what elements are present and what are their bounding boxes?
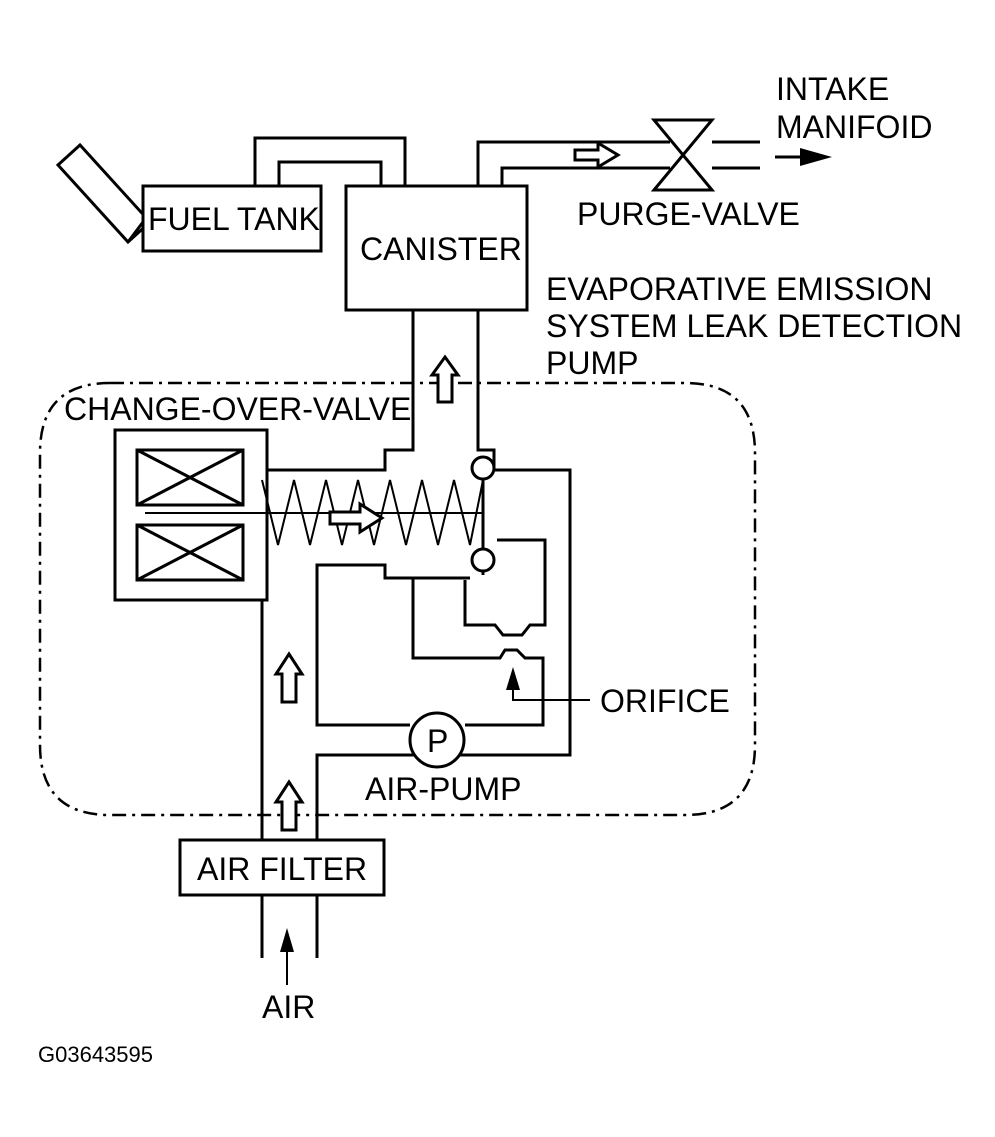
fuel-tank-label: FUEL TANK [148, 201, 320, 237]
valve-chamber [463, 538, 547, 637]
air-inlet-arrow-icon [280, 928, 294, 985]
air-filter-label: AIR FILTER [197, 851, 367, 887]
spring-flow-arrow-icon [328, 501, 385, 535]
solenoid-icon [113, 428, 269, 602]
pump-inlet-arrow-icon [273, 651, 305, 704]
filler-neck [55, 142, 153, 245]
tank-canister-pipe [253, 136, 407, 186]
fuel-tank-box [141, 184, 323, 253]
air-filter-box [178, 838, 386, 897]
leak-detection-pump-boundary [38, 381, 757, 817]
air-label: AIR [262, 989, 315, 1025]
canister-flow-arrow-icon [429, 354, 461, 404]
evap-label-line3: PUMP [546, 345, 638, 381]
upper-valve-ball-icon [470, 455, 496, 481]
intake-label-line1: INTAKE [776, 71, 889, 107]
air-pump-symbol: P [427, 723, 448, 759]
air-pump-icon [408, 711, 466, 769]
lower-valve-ball-icon [470, 547, 496, 573]
spring-icon [261, 479, 484, 546]
purge-flow-arrow-icon [573, 140, 621, 170]
figure-id: G03643595 [38, 1042, 153, 1067]
pump-loop-pipe [315, 563, 545, 727]
purge-valve-label: PURGE-VALVE [577, 196, 800, 232]
evap-label-line2: SYSTEM LEAK DETECTION [546, 308, 962, 344]
canister-label: CANISTER [360, 231, 522, 267]
change-over-valve-label: CHANGE-OVER-VALVE [64, 391, 411, 427]
purge-valve-icon [650, 118, 716, 192]
purge-pipe [476, 140, 760, 186]
intake-arrow-icon [775, 148, 832, 166]
air-pump-label: AIR-PUMP [365, 771, 521, 807]
filter-outlet-arrow-icon [273, 779, 305, 832]
orifice-pointer [506, 667, 590, 701]
canister-box [344, 184, 529, 312]
orifice-label: ORIFICE [600, 683, 730, 719]
evap-label-line1: EVAPORATIVE EMISSION [546, 271, 932, 307]
canister-pump-pipe [260, 310, 572, 840]
intake-label-line2: MANIFOID [776, 109, 932, 145]
